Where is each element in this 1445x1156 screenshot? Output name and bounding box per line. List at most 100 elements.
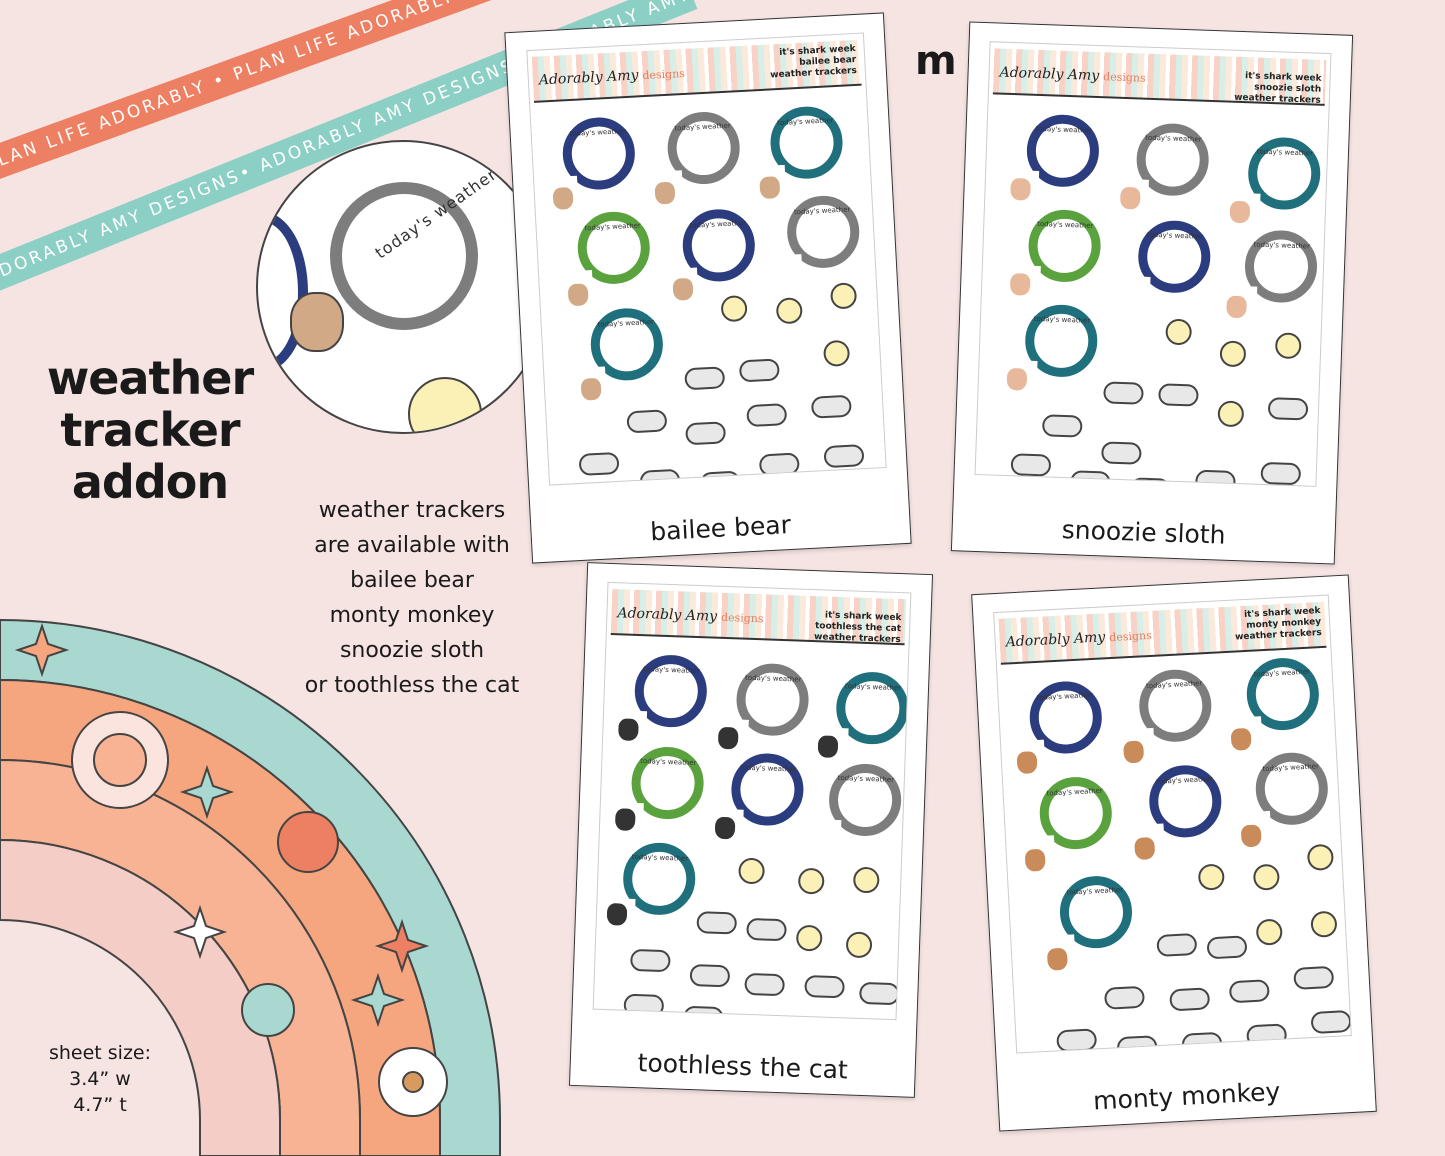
weather-tracker-ring: today's weather xyxy=(1147,763,1224,840)
sun-icon xyxy=(1219,340,1247,368)
sun-cloud-icon xyxy=(1206,935,1248,960)
sun-cloud-icon xyxy=(1101,441,1142,465)
monkey-icon xyxy=(1230,727,1252,751)
cat-icon xyxy=(614,808,636,831)
bear-icon xyxy=(672,277,694,301)
sheet-size-info: sheet size: 3.4” w 4.7” t xyxy=(25,1040,175,1118)
weather-tracker-ring: today's weather xyxy=(768,104,845,181)
weather-tracker-ring: today's weather xyxy=(1137,667,1214,744)
weather-tracker-ring: today's weather xyxy=(1058,874,1134,950)
cat-icon xyxy=(606,903,628,926)
sloth-icon xyxy=(1010,178,1031,201)
cloud-icon xyxy=(804,974,845,999)
weather-tracker-ring: today's weather xyxy=(680,207,757,284)
sun-icon xyxy=(1310,910,1338,938)
sun-cloud-icon xyxy=(1103,381,1144,405)
weather-tracker-ring: today's weather xyxy=(1244,656,1321,732)
storm-cloud-icon xyxy=(1293,965,1335,990)
sun-icon xyxy=(775,297,803,325)
rain-cloud-icon xyxy=(1041,414,1083,438)
title-line-1: weather xyxy=(46,351,254,405)
zoom-tracker-ring: today's weather xyxy=(330,164,500,330)
bear-icon xyxy=(290,292,344,352)
storm-cloud-icon xyxy=(1195,469,1236,487)
monkey-icon xyxy=(1024,848,1046,872)
zoom-tracker-text: today's weather xyxy=(371,164,501,263)
sun-icon xyxy=(1252,863,1281,891)
sun-cloud-icon xyxy=(738,358,780,383)
sun-cloud-icon xyxy=(684,366,726,391)
availability-line: weather trackers xyxy=(318,498,506,523)
rain-cloud-icon xyxy=(630,948,671,973)
sun-icon xyxy=(1267,397,1309,421)
cat-icon xyxy=(618,718,639,742)
weather-tracker-ring: today's weather xyxy=(589,306,665,383)
weather-tracker-ring: today's weather xyxy=(1253,750,1330,827)
sloth-icon xyxy=(1229,200,1251,224)
weather-tracker-ring: today's weather xyxy=(1135,122,1210,197)
cloud-icon xyxy=(1181,1031,1223,1054)
sun-icon xyxy=(829,282,858,310)
rain-cloud-icon xyxy=(626,409,668,434)
sun-icon xyxy=(1306,843,1335,872)
zoom-detail-circle: today's weather xyxy=(256,140,550,434)
sloth-icon xyxy=(1006,367,1028,391)
weather-tracker-ring: today's weather xyxy=(1037,775,1114,851)
cloud-icon xyxy=(744,972,785,997)
rain-cloud-icon xyxy=(623,993,665,1018)
sloth-icon xyxy=(1226,295,1247,319)
sun-icon xyxy=(797,867,825,895)
sheet-caption: monty monkey xyxy=(1092,1076,1282,1116)
storm-cloud-icon xyxy=(1246,1023,1288,1048)
weather-tracker-ring: today's weather xyxy=(665,110,742,186)
partial-tracker-ring xyxy=(258,212,308,372)
sun-cloud-icon xyxy=(1169,987,1211,1012)
rain-cloud-icon xyxy=(578,451,620,476)
availability-line: snoozie sloth xyxy=(339,638,485,663)
sun-cloud-icon xyxy=(685,421,727,446)
availability-line: bailee bear xyxy=(350,568,474,593)
weather-tracker-ring: today's weather xyxy=(735,662,810,737)
sun-icon xyxy=(720,294,748,323)
sheet-size-label: sheet size: xyxy=(48,1042,152,1064)
weather-tracker-ring: today's weather xyxy=(835,670,910,746)
rain-cloud-icon xyxy=(1010,453,1052,477)
cat-icon xyxy=(717,726,739,750)
weather-tracker-ring: today's weather xyxy=(575,210,652,286)
sun-icon xyxy=(1217,400,1245,428)
rain-cloud-icon xyxy=(758,452,800,477)
sun-cloud-icon xyxy=(1156,932,1198,958)
sun-icon xyxy=(795,924,823,952)
rain-cloud-icon xyxy=(1228,979,1270,1004)
sun-icon xyxy=(408,377,482,432)
sheet-size-width: 3.4” w xyxy=(69,1068,131,1090)
monkey-icon xyxy=(1016,751,1038,775)
weather-tracker-ring: today's weather xyxy=(827,762,903,838)
weather-tracker-ring: today's weather xyxy=(1027,208,1102,284)
sun-icon xyxy=(1255,918,1283,946)
weather-tracker-ring: today's weather xyxy=(633,653,709,729)
sloth-icon xyxy=(1009,273,1031,296)
title-line-2: tracker xyxy=(60,403,240,457)
availability-line: or toothless the cat xyxy=(304,673,520,698)
sheet-caption: snoozie sloth xyxy=(1061,515,1226,550)
sheet-caption: bailee bear xyxy=(649,510,792,547)
page-title: weather tracker addon xyxy=(40,352,260,508)
rain-cloud-icon xyxy=(1056,1028,1098,1053)
sun-icon xyxy=(1274,332,1302,360)
weather-tracker-ring: today's weather xyxy=(560,115,637,192)
monkey-icon xyxy=(1046,947,1068,971)
rain-cloud-icon xyxy=(1129,477,1171,487)
sun-icon xyxy=(822,339,851,368)
